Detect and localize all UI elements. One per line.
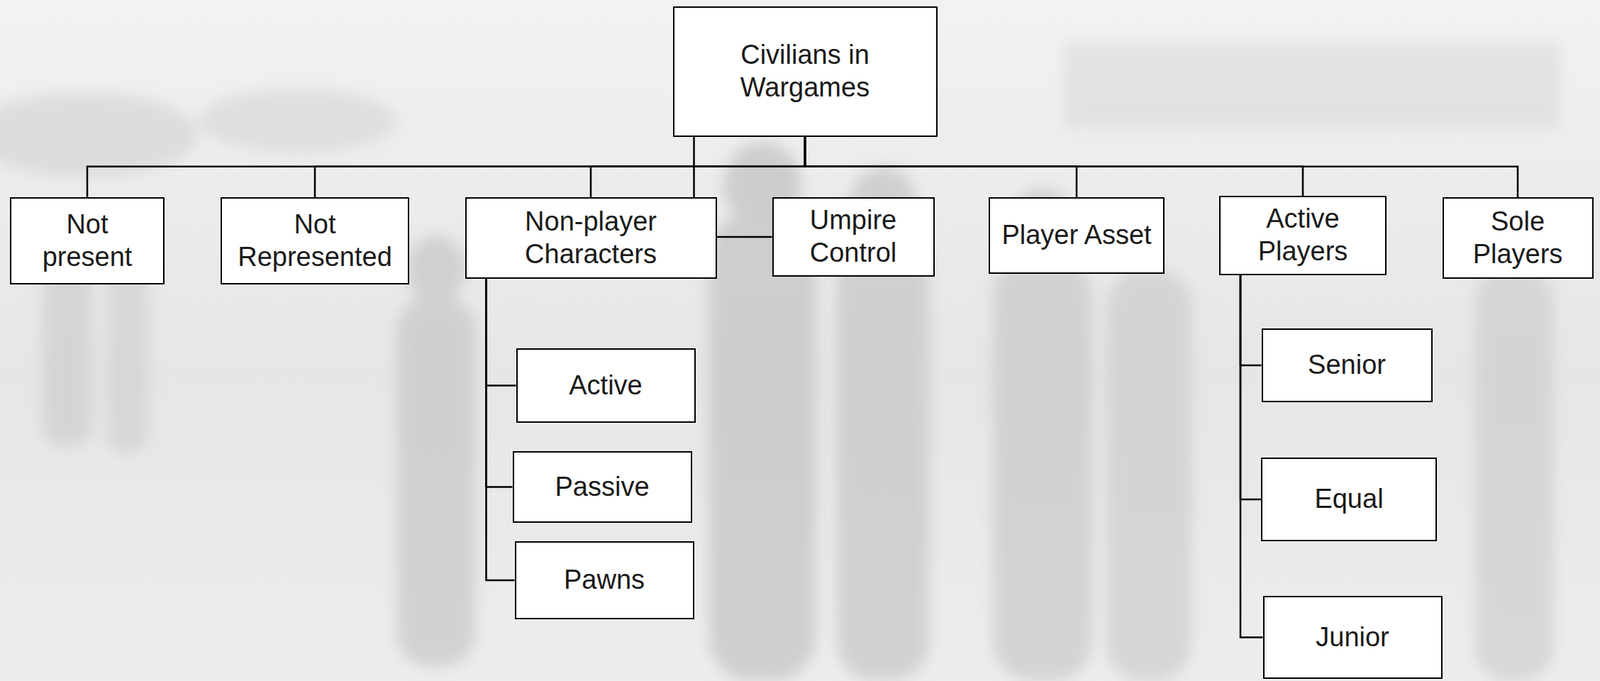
category-box: Not Represented xyxy=(220,197,410,285)
connector-line xyxy=(486,278,515,581)
category-box: Active Players xyxy=(1219,195,1387,275)
box-label: Passive xyxy=(554,470,649,504)
box-label: Active xyxy=(568,369,642,403)
category-box: Not present xyxy=(9,197,165,285)
connector-line xyxy=(1240,275,1264,638)
category-box: Equal xyxy=(1260,457,1437,542)
box-label: Senior xyxy=(1307,348,1386,382)
box-label: Not Represented xyxy=(231,208,398,274)
category-box: Passive xyxy=(512,451,693,523)
box-label: Player Asset xyxy=(1001,219,1152,252)
connector-line xyxy=(590,136,805,198)
box-label: Junior xyxy=(1315,621,1390,654)
connector-line xyxy=(1240,275,1262,366)
category-box: Junior xyxy=(1263,595,1443,679)
box-label: Active Players xyxy=(1230,202,1376,268)
box-label: Umpire Control xyxy=(783,204,924,269)
box-label: Civilians in Wargames xyxy=(684,39,927,104)
category-box: Sole Players xyxy=(1442,197,1594,279)
connector-line xyxy=(486,278,517,386)
category-box: Player Asset xyxy=(988,197,1165,274)
category-box: Civilians in Wargames xyxy=(673,6,938,137)
category-box: Pawns xyxy=(514,541,695,620)
connector-line xyxy=(314,136,805,198)
category-box: Active xyxy=(516,348,696,423)
box-label: Non-player Characters xyxy=(476,205,706,271)
connector-line xyxy=(486,278,513,488)
connector-line xyxy=(87,136,805,198)
category-box: Senior xyxy=(1261,328,1433,403)
connector-line xyxy=(1240,275,1261,500)
box-label: Not present xyxy=(21,208,154,274)
connector-line xyxy=(804,136,1518,198)
box-label: Equal xyxy=(1314,482,1383,516)
box-label: Pawns xyxy=(563,563,645,597)
category-box: Umpire Control xyxy=(772,197,935,277)
box-label: Sole Players xyxy=(1453,205,1583,271)
category-box: Non-player Characters xyxy=(465,197,718,279)
